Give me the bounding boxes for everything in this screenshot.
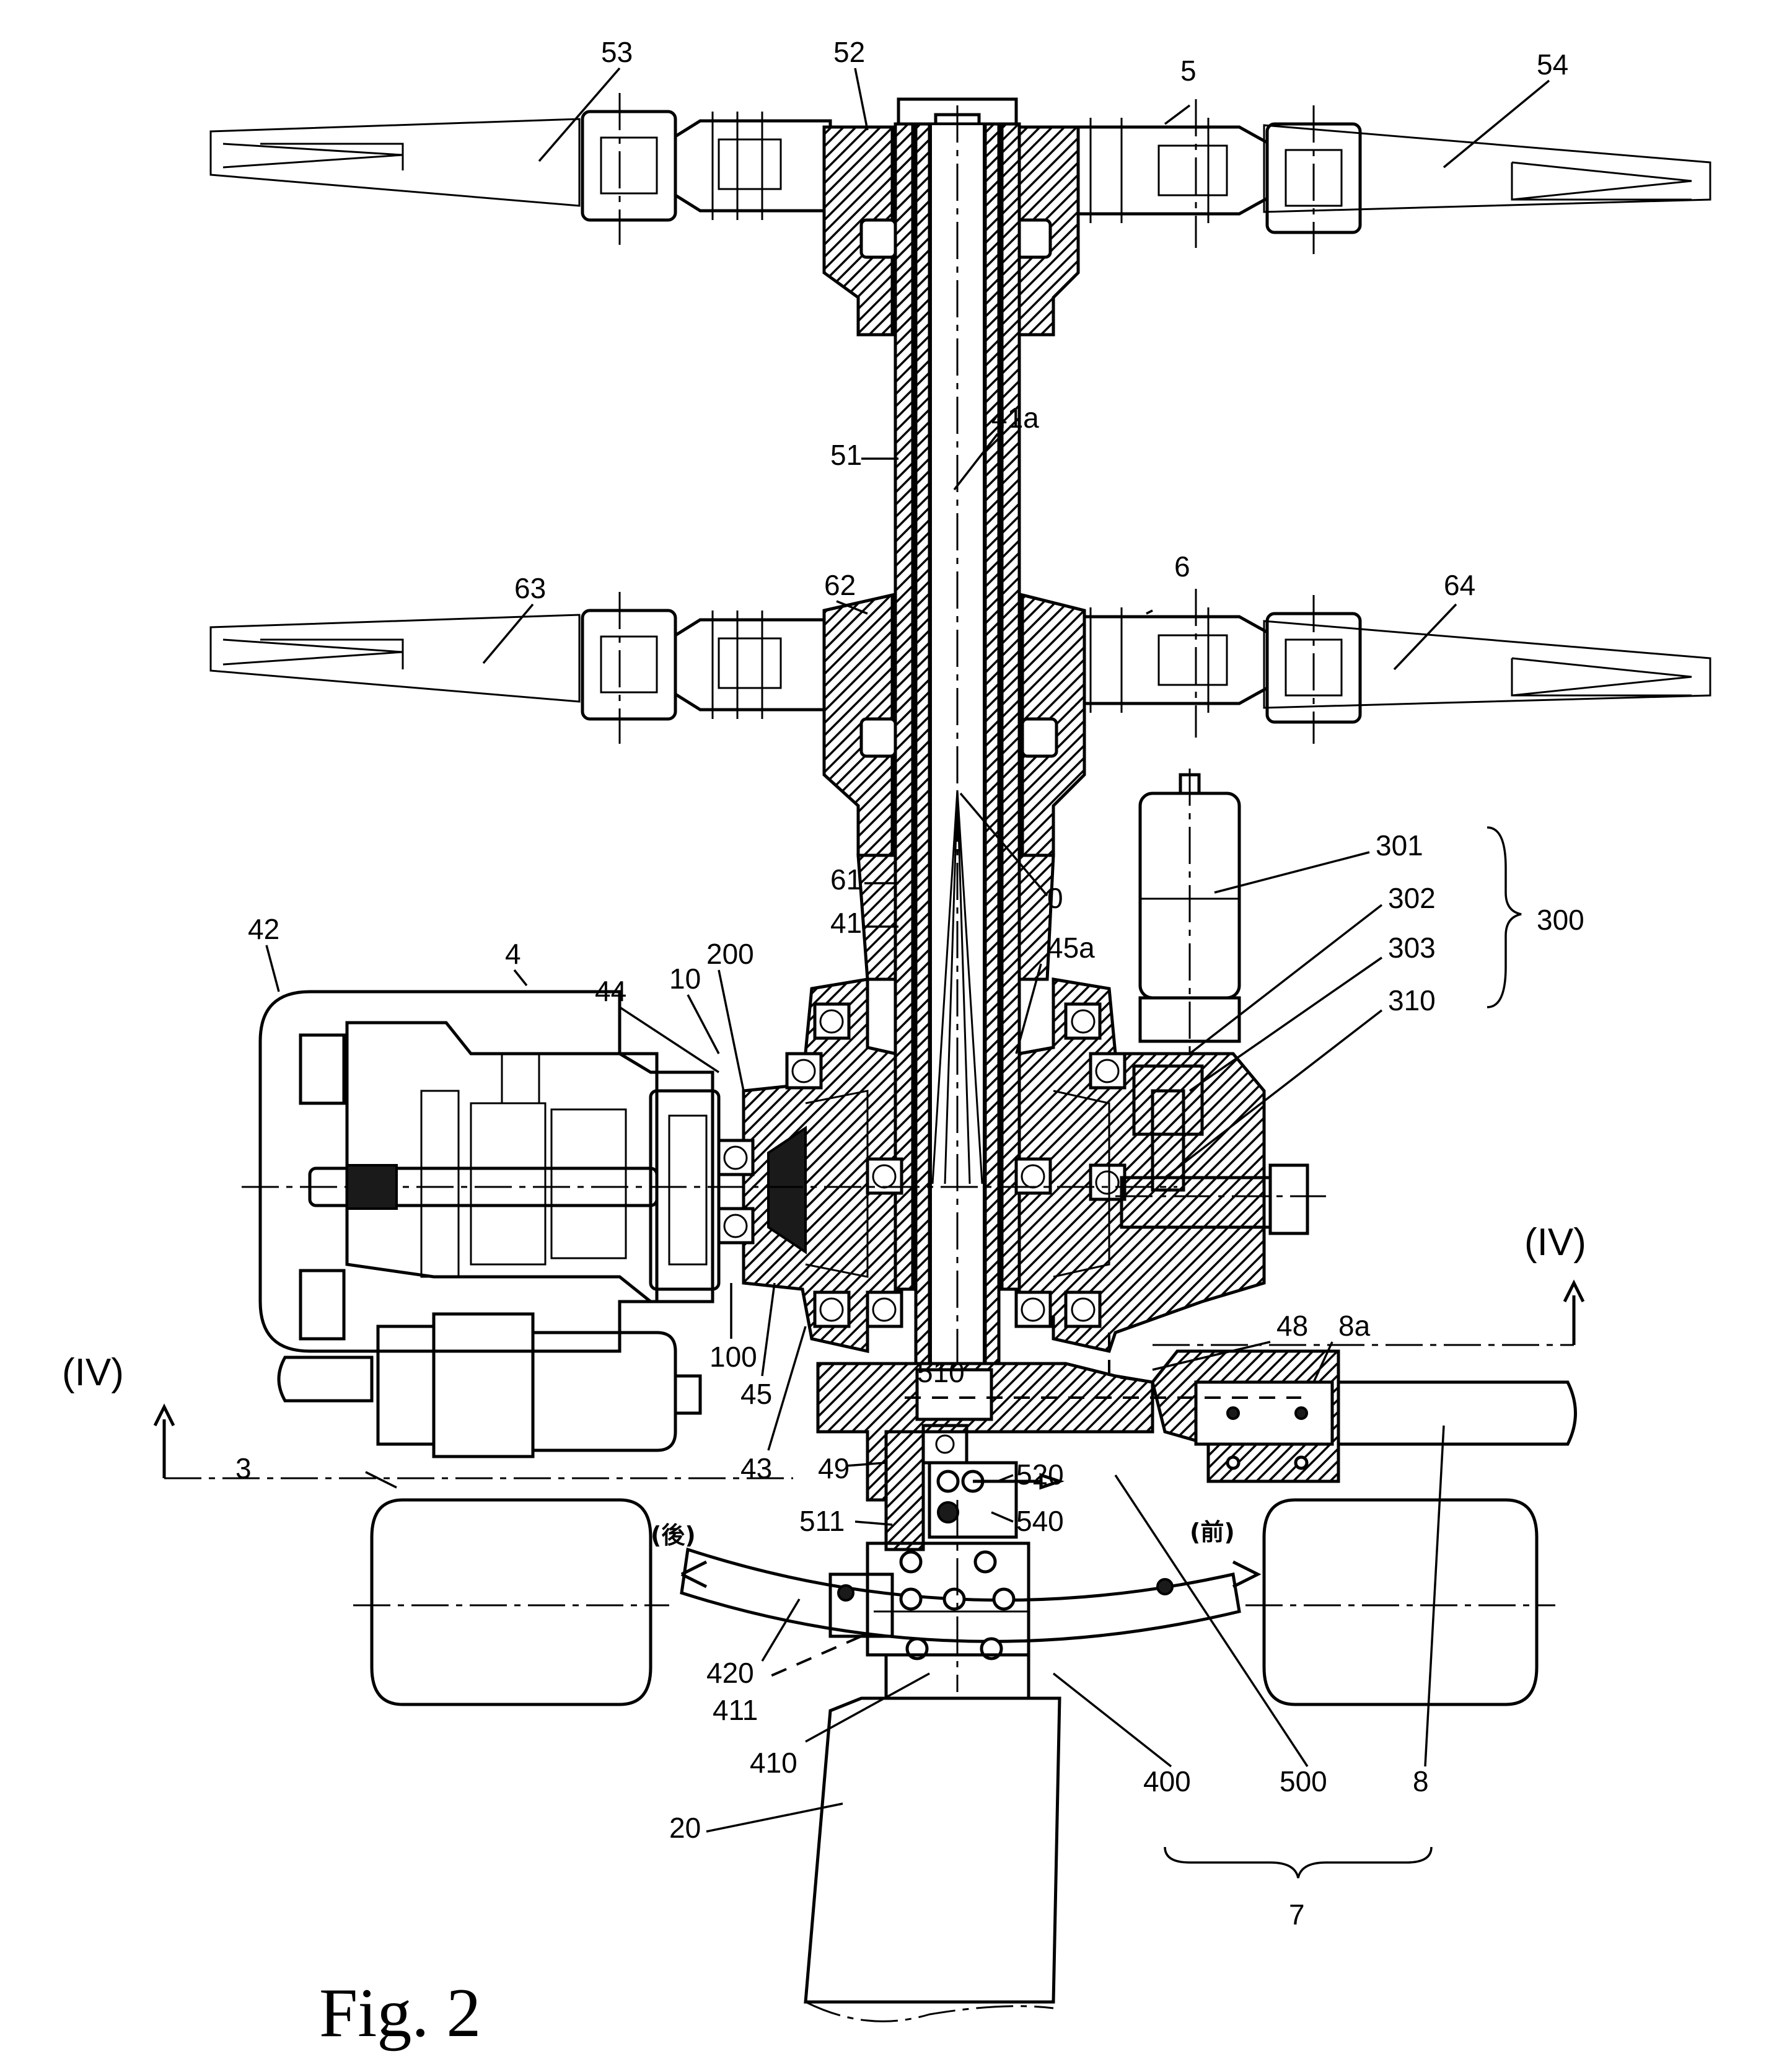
label-53: 53 <box>601 36 633 68</box>
label-410: 410 <box>750 1747 797 1779</box>
label-301: 301 <box>1376 829 1423 862</box>
label-61: 61 <box>830 863 862 896</box>
section-label-left: (IV) <box>62 1351 124 1394</box>
landing-gear <box>353 1498 1555 1706</box>
label-500: 500 <box>1280 1765 1327 1797</box>
tube-8 <box>1338 1380 1577 1446</box>
transmission-10 <box>242 977 1326 1354</box>
shaft-51-right-wall <box>1000 122 1021 1291</box>
yoke-left-upper <box>674 119 832 213</box>
link-mechanism <box>884 1396 1301 1551</box>
label-520: 520 <box>1016 1458 1064 1491</box>
label-rear: (後) <box>651 1522 696 1549</box>
label-4: 4 <box>505 938 521 970</box>
section-label-right: (IV) <box>1524 1221 1586 1264</box>
label-302: 302 <box>1388 882 1436 914</box>
label-63: 63 <box>514 572 546 604</box>
label-200: 200 <box>706 938 754 970</box>
label-51: 51 <box>830 439 862 471</box>
section-marks <box>153 1279 1585 1589</box>
blade-54-outline <box>1263 124 1711 213</box>
label-44: 44 <box>595 975 626 1007</box>
wheel-left <box>370 1498 652 1706</box>
bevel-pinion <box>767 1126 807 1254</box>
crankshaft <box>308 1166 659 1207</box>
clutch-44 <box>649 1089 721 1291</box>
shaft-41-left-wall <box>914 122 931 1372</box>
blade-54-tip <box>1511 161 1692 201</box>
mast-stub-49 <box>884 1430 925 1551</box>
label-42: 42 <box>248 913 279 945</box>
tail-mechanism <box>680 1500 1241 2022</box>
blade-53-outline <box>209 118 581 207</box>
shaft-41-right-wall <box>983 122 1001 1372</box>
shaft-51-left-wall <box>894 122 915 1291</box>
engine-mount-lower <box>299 1269 346 1341</box>
label-310: 310 <box>1388 984 1436 1016</box>
label-41: 41 <box>830 907 862 939</box>
label-41a: 41a <box>991 402 1039 434</box>
label-7: 7 <box>1289 1898 1305 1931</box>
yoke-right-upper <box>1064 125 1269 216</box>
link-540 <box>928 1461 1018 1539</box>
label-48: 48 <box>1276 1310 1308 1342</box>
grip-left-lower <box>581 609 677 721</box>
mast-shafts <box>894 105 1021 1388</box>
label-5: 5 <box>1180 55 1197 87</box>
actuator-302 <box>1138 996 1241 1043</box>
label-8a: 8a <box>1338 1310 1371 1342</box>
blade-53-tip <box>222 143 403 169</box>
label-52: 52 <box>833 36 865 68</box>
leader-lines <box>265 67 1550 1879</box>
bearings <box>717 1002 1127 1328</box>
label-420: 420 <box>706 1657 754 1689</box>
label-front: (前) <box>1190 1519 1235 1546</box>
engine-envelope-42 <box>258 990 659 1353</box>
part-labels: 53 52 5 54 51 41a 63 62 6 64 301 302 303… <box>62 36 1586 2052</box>
label-49: 49 <box>818 1452 850 1484</box>
engine-4 <box>258 990 721 1458</box>
label-300: 300 <box>1537 904 1584 936</box>
label-303: 303 <box>1388 932 1436 964</box>
label-8: 8 <box>1413 1765 1429 1797</box>
starter-mount <box>376 1325 436 1446</box>
label-0: 0 <box>1047 882 1063 914</box>
gear-310-housing <box>1132 1064 1204 1136</box>
label-64: 64 <box>1444 569 1475 601</box>
label-400: 400 <box>1143 1765 1191 1797</box>
starter-motor <box>432 1312 535 1458</box>
label-540: 540 <box>1016 1505 1064 1537</box>
label-43: 43 <box>740 1452 772 1484</box>
label-6: 6 <box>1174 550 1190 583</box>
label-510: 510 <box>917 1356 965 1388</box>
figure-caption: Fig. 2 <box>319 1975 481 2052</box>
lower-rotor-assembly <box>209 589 1711 981</box>
hub-52-left <box>822 125 894 337</box>
label-100: 100 <box>709 1341 757 1373</box>
wheel-right <box>1262 1498 1539 1706</box>
label-511: 511 <box>799 1505 845 1537</box>
label-411: 411 <box>713 1694 758 1726</box>
label-45a: 45a <box>1047 932 1095 964</box>
engine-mount-upper <box>299 1033 346 1105</box>
engine-housing <box>345 1021 714 1303</box>
label-45: 45 <box>740 1378 772 1410</box>
yoke-left-lower <box>674 618 832 712</box>
grip-left-upper <box>581 110 677 222</box>
label-3: 3 <box>235 1452 252 1484</box>
label-10: 10 <box>669 963 701 995</box>
actuator-300 <box>1138 769 1241 1190</box>
label-62: 62 <box>824 569 856 601</box>
blade-63-outline <box>209 614 581 703</box>
blade-64-outline <box>1263 620 1711 709</box>
label-54: 54 <box>1537 48 1568 81</box>
tail-boom-20 <box>804 1696 1061 2004</box>
label-20: 20 <box>669 1812 701 1844</box>
yoke-right-lower <box>1064 615 1269 705</box>
